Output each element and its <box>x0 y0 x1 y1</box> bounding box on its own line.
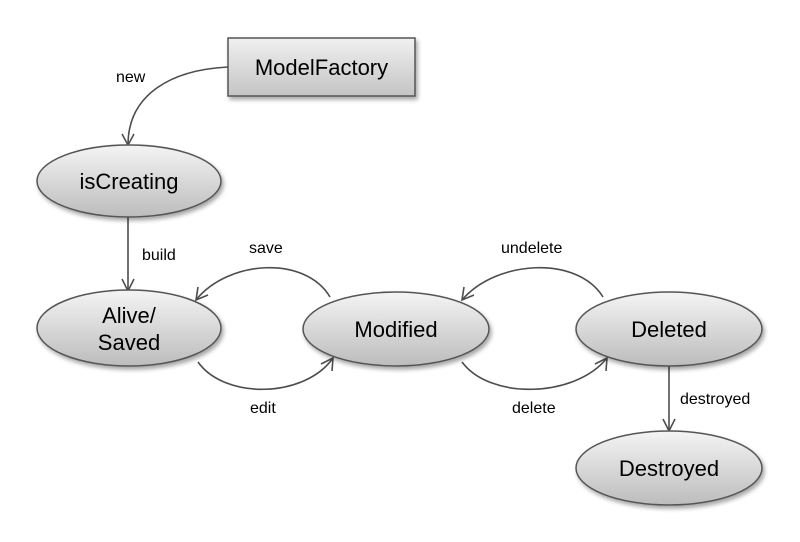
edge-label-new: new <box>116 69 146 86</box>
node-is-creating[interactable]: isCreating <box>36 144 222 218</box>
node-deleted-label: Deleted <box>631 317 707 342</box>
edge-label-edit: edit <box>250 400 276 417</box>
edge-undelete <box>461 266 604 301</box>
edge-label-destroyed: destroyed <box>680 391 750 408</box>
node-deleted[interactable]: Deleted <box>575 291 763 367</box>
node-alive-saved[interactable]: Alive/ Saved <box>36 289 222 367</box>
edge-label-save: save <box>249 240 283 257</box>
edge-save <box>195 266 331 301</box>
edge-new <box>127 66 229 146</box>
arrowhead-delete <box>594 356 608 372</box>
node-model-factory-label: ModelFactory <box>255 55 388 80</box>
arrowhead-undelete <box>460 286 475 302</box>
node-alive-saved-label-line1: Alive/ <box>102 303 157 328</box>
node-modified[interactable]: Modified <box>302 291 490 367</box>
node-is-creating-label: isCreating <box>79 169 178 194</box>
edge-label-undelete: undelete <box>501 240 562 257</box>
nodes: ModelFactory isCreating Alive/ Saved Mod… <box>36 37 763 506</box>
edges <box>121 66 676 433</box>
edge-label-build: build <box>142 247 176 264</box>
node-model-factory[interactable]: ModelFactory <box>227 37 416 97</box>
arrowhead-edit <box>320 356 334 372</box>
edge-labels: new build save edit undelete delete dest… <box>116 69 750 417</box>
edge-delete <box>461 357 608 391</box>
node-destroyed[interactable]: Destroyed <box>575 430 763 506</box>
arrowhead-save <box>194 286 209 302</box>
edge-edit <box>197 357 334 391</box>
node-modified-label: Modified <box>354 317 437 342</box>
edge-label-delete: delete <box>512 400 556 417</box>
node-alive-saved-label-line2: Saved <box>98 330 160 355</box>
node-destroyed-label: Destroyed <box>619 456 719 481</box>
